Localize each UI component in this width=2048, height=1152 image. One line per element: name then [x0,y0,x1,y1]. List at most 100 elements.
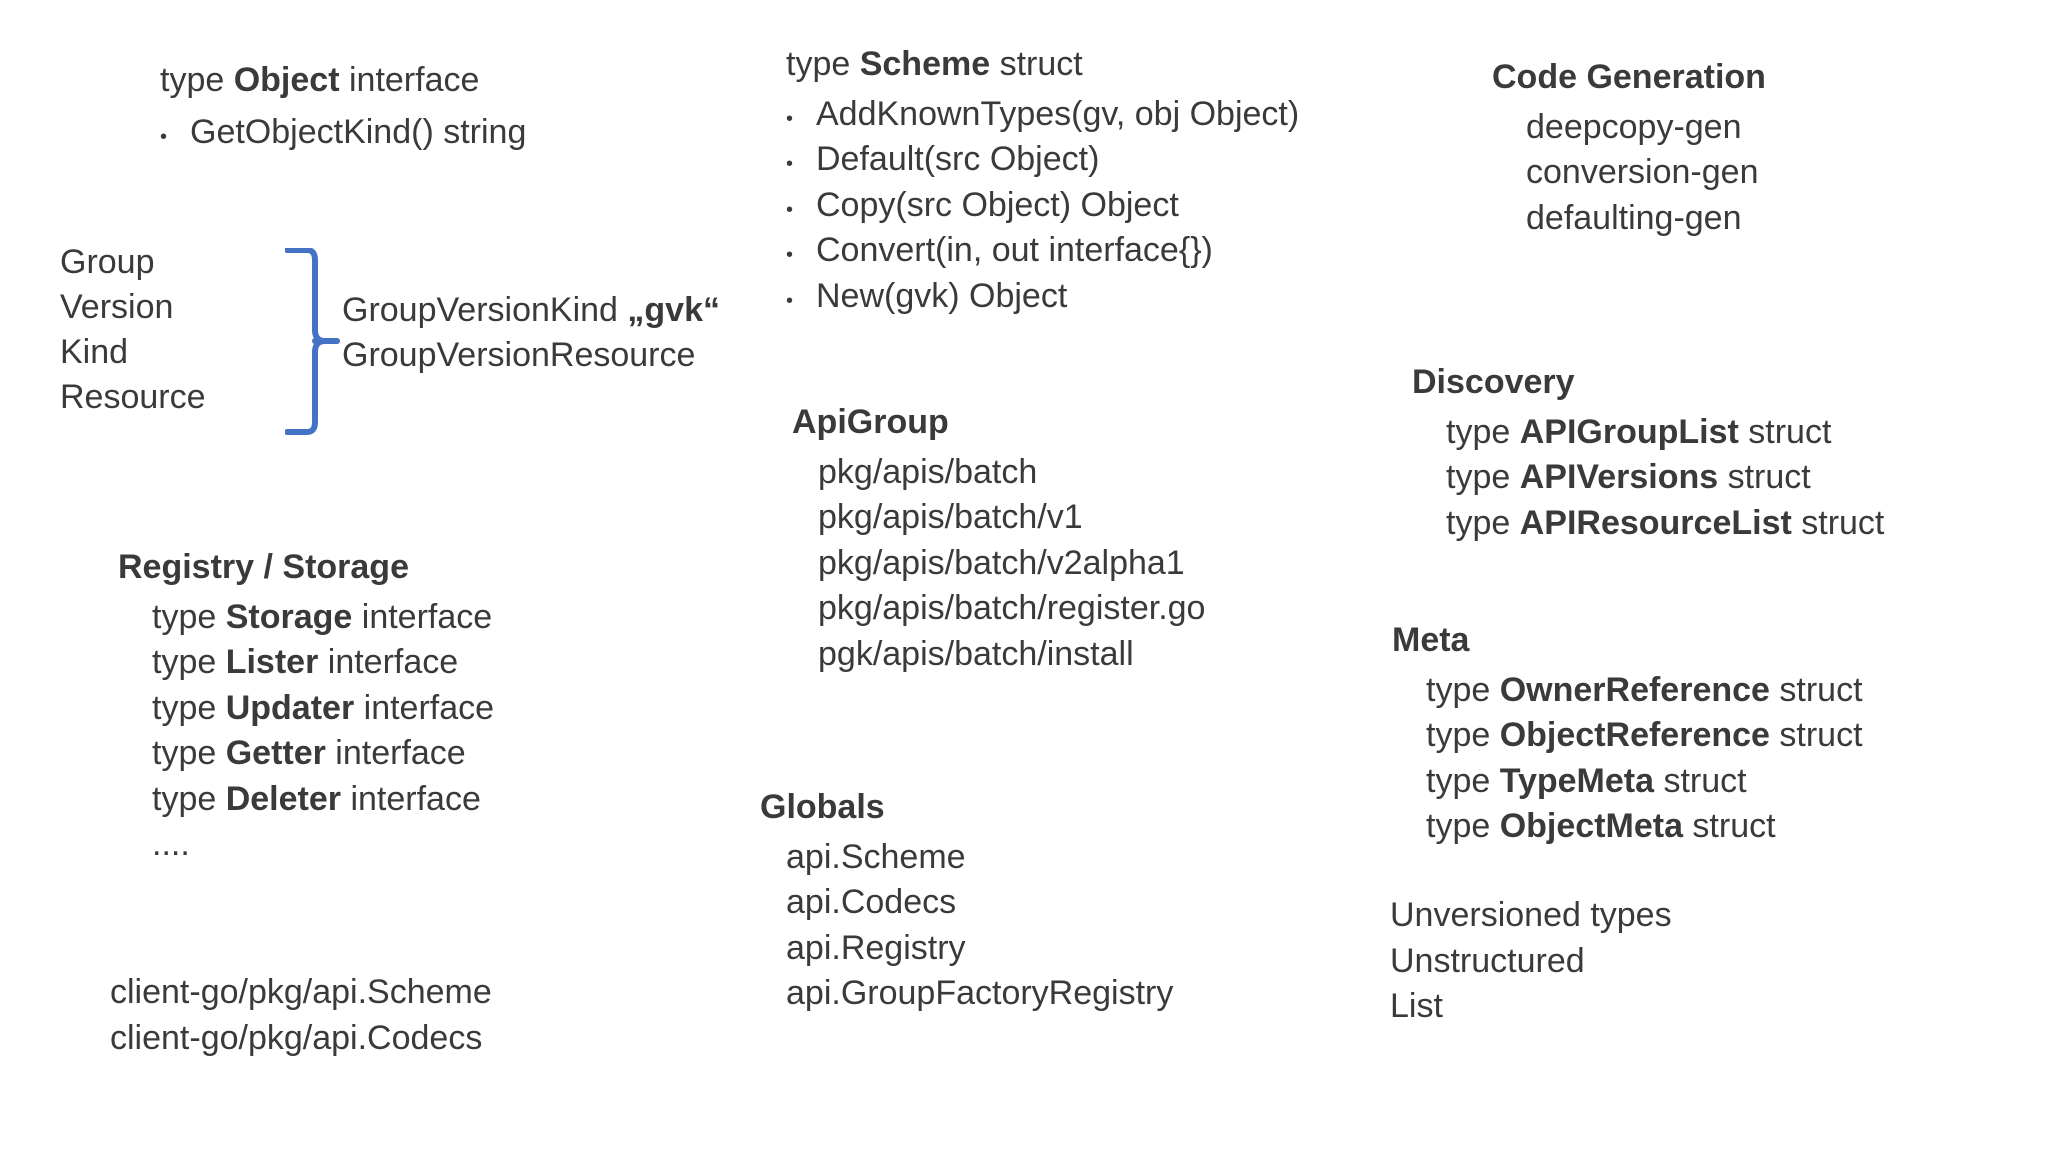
item-suffix: interface [354,688,495,727]
list-item: • Convert(in, out interface{}) [786,228,1299,274]
scheme-title-prefix: type [786,45,860,83]
item-suffix: interface [325,734,466,773]
item-bold: Storage [225,597,353,636]
item-prefix: type [1426,670,1500,709]
scheme-method-list: • AddKnownTypes(gv, obj Object) • Defaul… [786,92,1299,320]
scheme-method: Copy(src Object) Object [816,185,1179,224]
scheme-title-suffix: struct [990,45,1083,83]
list-item: • New(gvk) Object [786,274,1299,320]
bullet-icon: • [786,153,794,176]
client-go-path: client-go/pkg/api.Scheme [110,973,492,1011]
discovery-block: Discovery type APIGroupList struct type … [1412,360,1884,546]
api-group-block: ApiGroup pkg/apis/batch pkg/apis/batch/v… [792,400,1205,677]
item-prefix: type [1426,761,1500,800]
list-item: type Updater interface [152,686,494,732]
item-prefix: type [1426,716,1500,755]
global-var: api.Codecs [786,883,957,922]
gvk-type-prefix: GroupVersionKind [342,291,628,329]
meta-heading: Meta [1392,621,1470,659]
unversioned-item: Unversioned types [1390,896,1672,934]
item-bold: Lister [225,643,319,682]
client-go-block: client-go/pkg/api.Scheme client-go/pkg/a… [110,970,492,1061]
bullet-icon: • [786,244,794,267]
item-prefix: type [152,734,226,773]
scheme-title: type Scheme struct [786,42,1299,88]
unversioned-block: Unversioned types Unstructured List [1390,893,1672,1030]
item-suffix: struct [1769,716,1863,755]
right-column: Code Generation deepcopy-gen conversion-… [1380,0,2048,1152]
registry-storage-list: type Storage interface type Lister inter… [118,595,494,868]
item-bold: APIVersions [1519,458,1719,497]
item-suffix: interface [318,643,459,682]
middle-column: type Scheme struct • AddKnownTypes(gv, o… [760,0,1380,1152]
registry-storage-heading: Registry / Storage [118,548,409,586]
globals-list: api.Scheme api.Codecs api.Registry api.G… [760,835,1173,1017]
item-suffix: interface [341,779,481,818]
item-prefix: type [1446,412,1520,451]
discovery-list: type APIGroupList struct type APIVersion… [1412,410,1884,547]
meta-block: Meta type OwnerReference struct type Obj… [1392,618,1863,850]
generator-name: deepcopy-gen [1526,107,1742,146]
list-item: type TypeMeta struct [1426,759,1863,805]
list-item: type APIVersions struct [1446,455,1884,501]
list-item: • Default(src Object) [786,137,1299,183]
item-bold: ObjectMeta [1499,807,1683,846]
global-var: api.Scheme [786,837,966,876]
item-prefix: type [1446,503,1520,542]
curly-brace-icon [284,247,345,443]
api-group-path: pkg/apis/batch/v1 [818,498,1083,537]
list-item: type Getter interface [152,731,494,777]
gvk-diagram: Group Version Kind Resource GroupVersion… [60,240,760,440]
gvk-type-list: GroupVersionKind „gvk“ GroupVersionResou… [342,288,720,378]
list-item: type APIResourceList struct [1446,501,1884,547]
api-group-path: pgk/apis/batch/install [818,634,1134,673]
item-bold: Getter [225,734,326,773]
api-group-path: pkg/apis/batch/register.go [818,589,1206,628]
item-suffix: struct [1718,458,1811,497]
item-suffix: struct [1769,670,1863,709]
gvk-type-prefix: GroupVersionResource [342,336,696,374]
bullet-icon: • [786,289,794,312]
api-group-list: pkg/apis/batch pkg/apis/batch/v1 pkg/api… [792,450,1205,678]
api-group-heading: ApiGroup [792,403,949,441]
object-title-bold: Object [233,61,340,99]
item-prefix: type [1426,807,1500,846]
item-prefix: type [152,643,226,682]
generator-name: defaulting-gen [1526,198,1742,237]
globals-heading: Globals [760,788,885,826]
scheme-struct-block: type Scheme struct • AddKnownTypes(gv, o… [786,42,1299,319]
unversioned-item: List [1390,987,1443,1026]
scheme-method: Default(src Object) [816,140,1100,179]
scheme-method: AddKnownTypes(gv, obj Object) [816,94,1300,133]
bullet-icon: • [160,125,168,148]
gvk-type: GroupVersionKind „gvk“ [342,288,720,333]
list-item: • AddKnownTypes(gv, obj Object) [786,92,1299,138]
object-title-prefix: type [160,61,234,99]
list-item: type OwnerReference struct [1426,668,1863,714]
bullet-icon: • [786,107,794,130]
scheme-title-bold: Scheme [859,45,991,83]
list-item: type APIGroupList struct [1446,410,1884,456]
list-item: type Deleter interface [152,777,494,823]
item-bold: ObjectReference [1499,716,1770,755]
global-var: api.Registry [786,928,966,967]
item-bold: TypeMeta [1499,761,1655,800]
left-column: type Object interface • GetObjectKind() … [0,0,760,1152]
item-bold: Updater [225,688,355,727]
code-generation-heading: Code Generation [1492,58,1766,96]
list-item: • GetObjectKind() string [160,110,526,156]
generator-name: conversion-gen [1526,153,1759,192]
code-generation-list: deepcopy-gen conversion-gen defaulting-g… [1492,105,1766,242]
item-bold: OwnerReference [1499,670,1770,709]
object-title-suffix: interface [339,61,480,99]
client-go-path: client-go/pkg/api.Codecs [110,1018,483,1057]
gvk-term: Resource [60,378,206,416]
item-suffix: struct [1738,412,1832,451]
item-prefix: type [152,688,226,727]
list-item: type Lister interface [152,640,494,686]
gvk-type-bold: „gvk“ [627,291,720,329]
list-item: type ObjectReference struct [1426,713,1863,759]
item-prefix: type [152,597,226,636]
bullet-icon: • [786,198,794,221]
